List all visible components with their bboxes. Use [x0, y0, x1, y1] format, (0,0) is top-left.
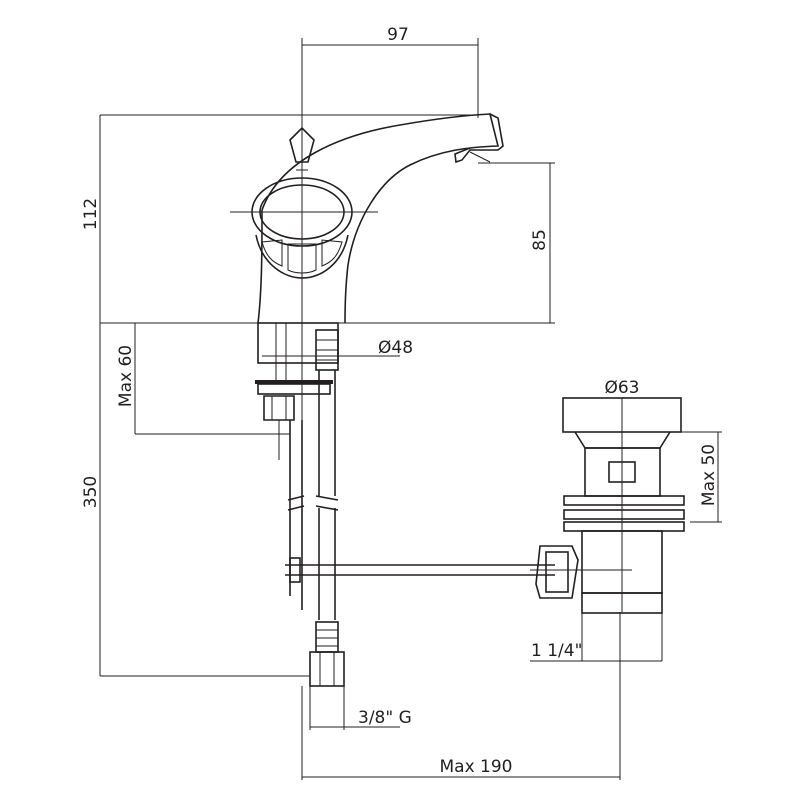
waste-assembly — [530, 397, 685, 614]
faucet-body — [230, 113, 504, 460]
dim-deck-diameter: Ø48 — [378, 338, 413, 358]
dim-waste-thread: 1 1/4" — [531, 641, 582, 661]
dim-85: 85 — [530, 229, 550, 251]
dimension-labels: 97 112 85 Ø48 Max 60 350 Ø63 Max 50 1 1/… — [81, 25, 719, 777]
dim-max-60: Max 60 — [116, 345, 136, 407]
dim-350: 350 — [81, 476, 101, 508]
dim-97: 97 — [387, 25, 409, 45]
under-deck — [255, 322, 555, 687]
dim-max-50: Max 50 — [699, 444, 719, 506]
dim-max-190: Max 190 — [440, 757, 513, 777]
dim-inlet-thread: 3/8" G — [358, 708, 412, 728]
dimension-lines — [99, 38, 722, 780]
dim-112: 112 — [81, 198, 101, 230]
dim-waste-diameter: Ø63 — [604, 378, 639, 398]
